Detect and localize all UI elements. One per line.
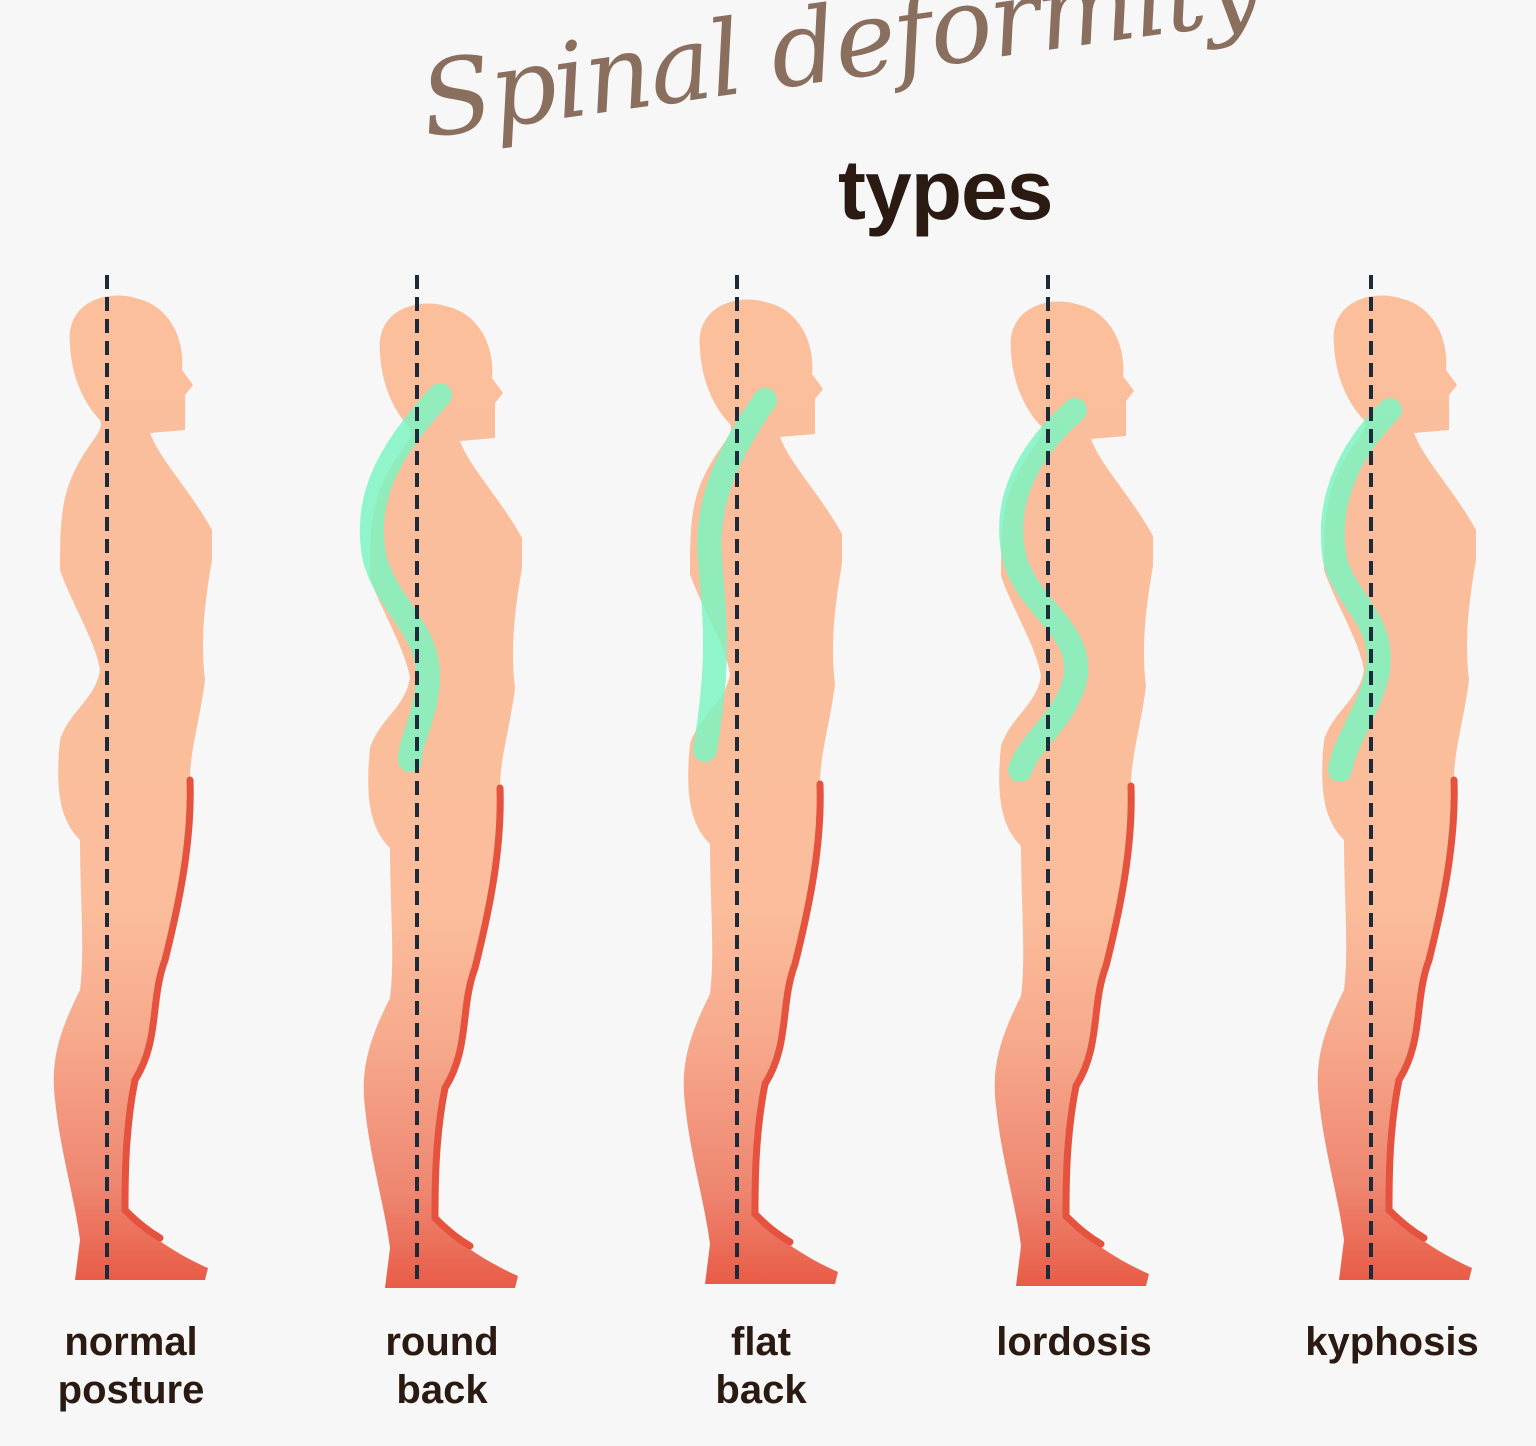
label-line: flat	[731, 1320, 791, 1364]
figure-lordosis	[995, 275, 1153, 1286]
label-round-back: round back	[322, 1318, 562, 1414]
figure-flat-back	[684, 275, 842, 1285]
label-line: lordosis	[996, 1320, 1152, 1364]
label-flat-back: flat back	[641, 1318, 881, 1414]
label-line: round	[385, 1320, 499, 1364]
label-kyphosis: kyphosis	[1272, 1318, 1512, 1366]
title-bold: types	[838, 143, 1053, 237]
label-normal-posture: normal posture	[11, 1318, 251, 1414]
figure-normal-posture	[54, 275, 212, 1285]
label-line: back	[715, 1368, 807, 1412]
label-line: normal	[64, 1320, 198, 1364]
figure-round-back	[359, 275, 522, 1288]
spine	[999, 398, 1089, 782]
spine	[359, 383, 452, 772]
label-line: posture	[57, 1368, 205, 1412]
label-lordosis: lordosis	[954, 1318, 1194, 1366]
spine	[693, 388, 777, 762]
label-line: back	[396, 1368, 488, 1412]
figure-kyphosis	[1318, 275, 1476, 1285]
spine	[1320, 398, 1402, 782]
label-line: kyphosis	[1305, 1320, 1479, 1364]
